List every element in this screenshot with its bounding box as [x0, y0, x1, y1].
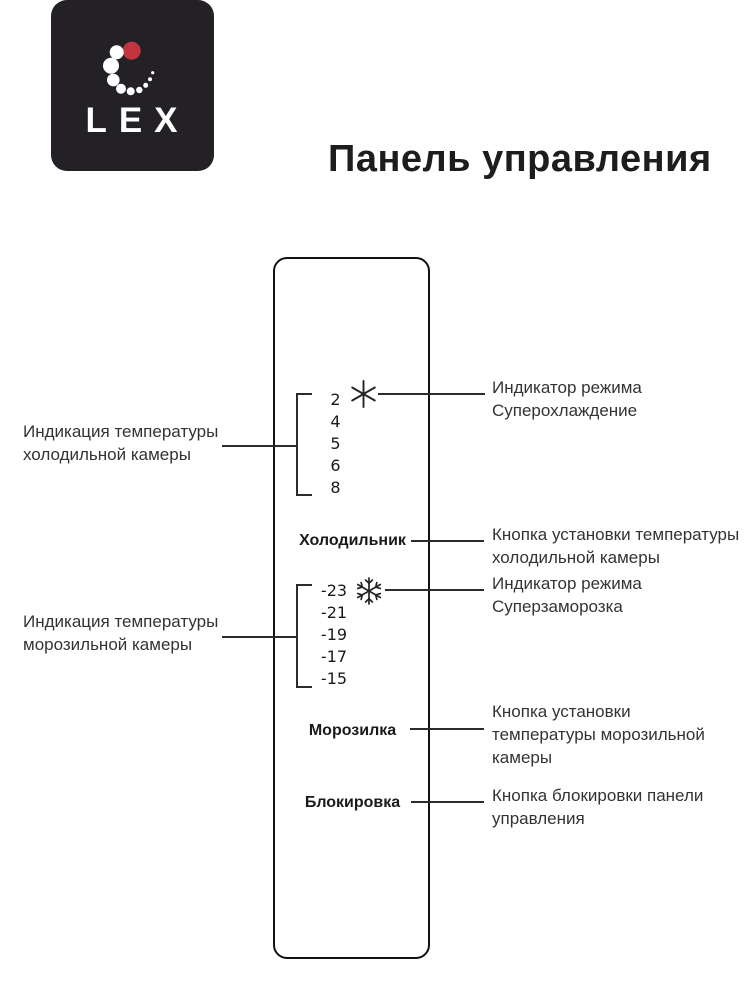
brand-name: LEX	[85, 101, 190, 140]
fridge-temp-value: 4	[330, 412, 341, 431]
callout-line	[385, 589, 484, 591]
fridge-values-bracket	[296, 393, 312, 496]
freezer-temperature-display: -23 -21 -19 -17 -15	[311, 580, 357, 690]
annotation-freezer-set-button: Кнопка установки температуры морозильной…	[492, 702, 705, 767]
dot-spiral-icon	[103, 41, 155, 96]
freezer-temp-value: -17	[320, 647, 348, 666]
callout-line	[222, 445, 298, 447]
annotation-freezer-indication: Индикация температуры морозильной камеры	[23, 612, 219, 654]
control-panel-outline	[273, 257, 430, 959]
fridge-temperature-display: 2 4 5 6 8	[316, 389, 355, 499]
callout-line	[222, 636, 298, 638]
callout-line	[378, 393, 485, 395]
freezer-temp-value: -23	[320, 581, 348, 600]
freezer-values-bracket	[296, 584, 312, 688]
annotation-fridge-indication: Индикация температуры холодильной камеры	[23, 422, 219, 464]
annotation-supercool-indicator: Индикатор режима Суперохлаждение	[492, 378, 642, 420]
fridge-temp-value: 6	[330, 456, 341, 475]
fridge-temp-value: 5	[330, 434, 341, 453]
lock-button-label: Блокировка	[304, 794, 401, 811]
fridge-temp-value: 2	[330, 390, 341, 409]
lex-logo: LEX	[51, 0, 214, 171]
freezer-temp-value: -15	[320, 669, 348, 688]
annotation-lock-button: Кнопка блокировки панели управления	[492, 786, 704, 828]
callout-line	[411, 540, 484, 542]
fridge-temp-value: 8	[330, 478, 341, 497]
freezer-set-button-label: Морозилка	[308, 722, 397, 739]
fridge-set-button-label: Холодильник	[299, 532, 406, 549]
freezer-temp-value: -19	[320, 625, 348, 644]
callout-line	[411, 801, 484, 803]
annotation-fridge-set-button: Кнопка установки температуры холодильной…	[492, 525, 740, 567]
annotation-superfreeze-indicator: Индикатор режима Суперзаморозка	[492, 574, 642, 616]
snowflake-superfreeze-icon	[356, 577, 382, 605]
asterisk-supercool-icon	[351, 380, 376, 408]
callout-line	[410, 728, 484, 730]
page-title: Панель управления	[328, 138, 712, 180]
freezer-temp-value: -21	[320, 603, 348, 622]
